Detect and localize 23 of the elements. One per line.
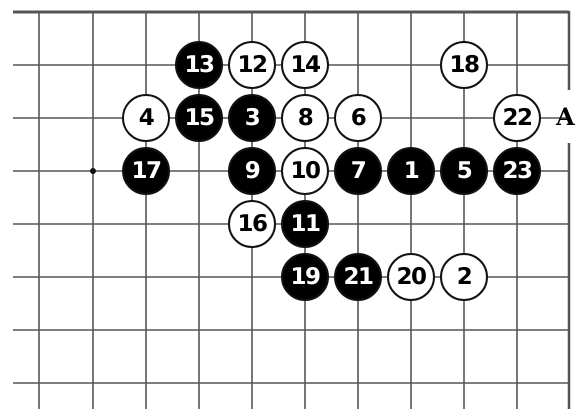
go-stone: 10 bbox=[281, 147, 329, 195]
go-stone: 11 bbox=[281, 200, 329, 248]
go-stone: 22 bbox=[493, 94, 541, 142]
go-stone: 12 bbox=[228, 41, 276, 89]
go-stone: 21 bbox=[334, 253, 382, 301]
go-stone: 13 bbox=[175, 41, 223, 89]
go-stone: 4 bbox=[122, 94, 170, 142]
go-stone: 23 bbox=[493, 147, 541, 195]
go-stone: 17 bbox=[122, 147, 170, 195]
go-stone: 18 bbox=[440, 41, 488, 89]
go-stone: 15 bbox=[175, 94, 223, 142]
go-stone: 20 bbox=[387, 253, 435, 301]
go-stone: 16 bbox=[228, 200, 276, 248]
go-stone: 8 bbox=[281, 94, 329, 142]
go-stone: 7 bbox=[334, 147, 382, 195]
go-stone: 1 bbox=[387, 147, 435, 195]
go-stone: 2 bbox=[440, 253, 488, 301]
go-stone: 19 bbox=[281, 253, 329, 301]
go-stone: 5 bbox=[440, 147, 488, 195]
go-stone: 9 bbox=[228, 147, 276, 195]
go-stone: 6 bbox=[334, 94, 382, 142]
go-stone: 14 bbox=[281, 41, 329, 89]
go-stone: 3 bbox=[228, 94, 276, 142]
